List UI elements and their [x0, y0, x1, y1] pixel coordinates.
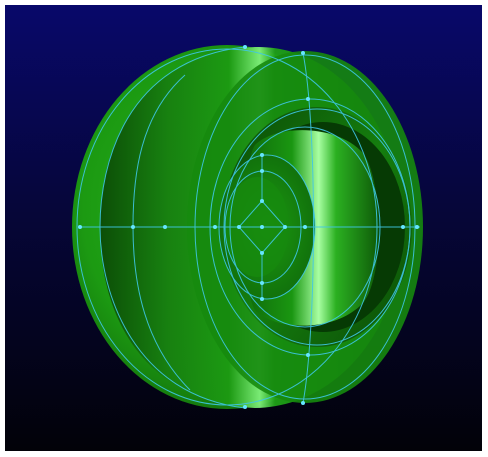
viewport-canvas[interactable] — [5, 5, 482, 451]
mesh-nodes — [78, 45, 419, 409]
3d-viewport[interactable] — [5, 5, 482, 451]
wheel-model[interactable] — [72, 45, 423, 409]
